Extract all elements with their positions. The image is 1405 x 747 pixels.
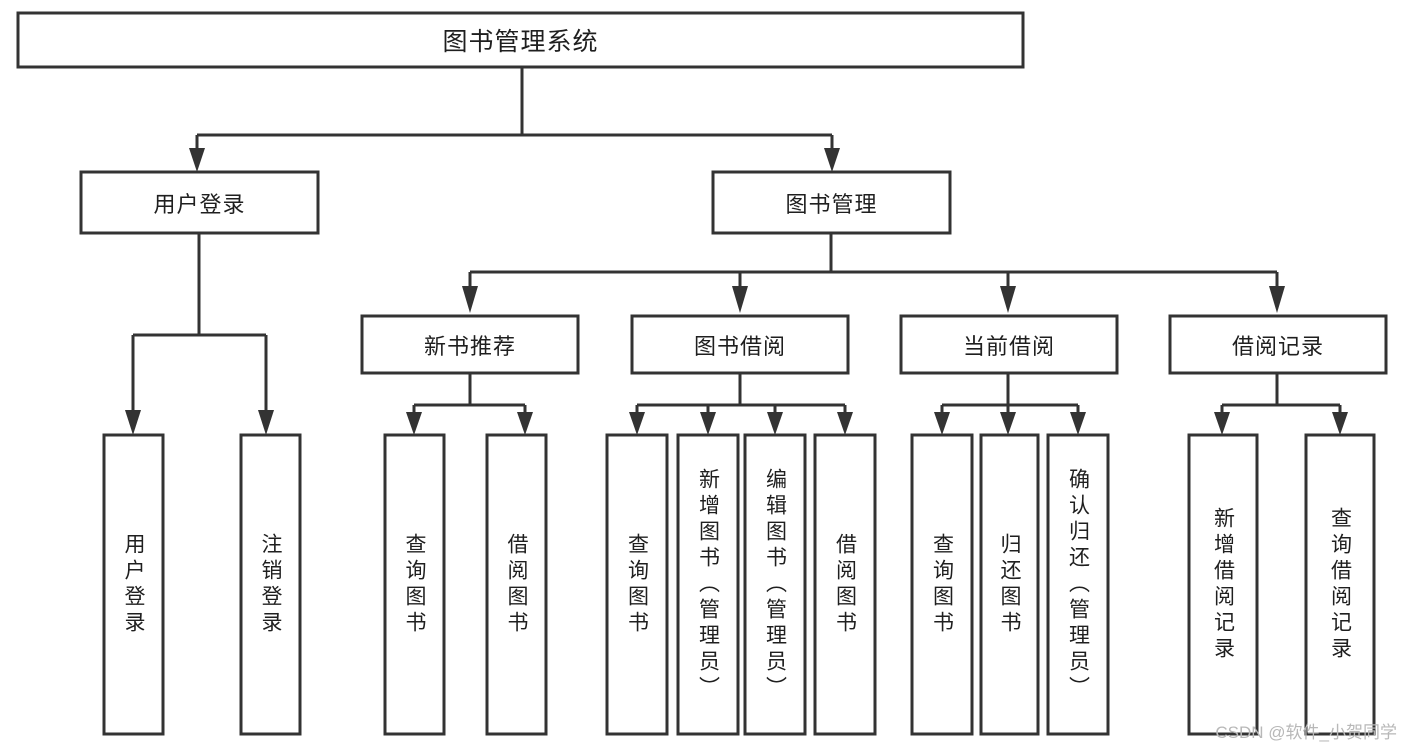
arrowhead-leaf-user-login: [125, 410, 141, 435]
arrowhead-leaf-logout: [258, 410, 274, 435]
leaf-box-add-book[interactable]: [676, 433, 740, 736]
arrowhead-leaf-confirm-return: [1070, 412, 1086, 435]
connector-book-borrow-bus: [635, 373, 847, 414]
connector-new-book-bus: [412, 373, 527, 414]
connector-root-bus: [195, 67, 834, 150]
arrowhead-leaf-add-record: [1214, 412, 1230, 435]
node-new-book-box[interactable]: [360, 314, 580, 375]
leaf-box-borrow-book-1[interactable]: [485, 433, 548, 736]
leaf-box-add-record[interactable]: [1187, 433, 1259, 736]
leaf-box-borrow-book-2[interactable]: [813, 433, 877, 736]
arrowhead-leaf-query-book-2: [629, 412, 645, 435]
connector-book-manage-bus: [468, 233, 1279, 288]
arrowhead-leaf-borrow-book-1: [517, 412, 533, 435]
connector-current-borrow-bus: [940, 373, 1080, 414]
leaf-box-query-record[interactable]: [1304, 433, 1376, 736]
leaf-box-query-book-2[interactable]: [605, 433, 669, 736]
connector-borrow-record-bus: [1220, 373, 1342, 414]
leaf-box-query-book-3[interactable]: [910, 433, 974, 736]
node-book-borrow-box[interactable]: [630, 314, 850, 375]
leaf-box-confirm-return[interactable]: [1046, 433, 1110, 736]
arrowhead-to-new-book: [462, 286, 478, 313]
arrowhead-to-current-borrow: [1000, 286, 1016, 313]
leaf-box-user-login[interactable]: [102, 433, 165, 736]
node-book-manage-box[interactable]: [711, 170, 952, 235]
node-user-login-box[interactable]: [79, 170, 320, 235]
leaf-box-logout[interactable]: [239, 433, 302, 736]
arrowhead-leaf-add-book: [700, 412, 716, 435]
arrowhead-to-user-login: [189, 148, 205, 172]
node-current-borrow-box[interactable]: [899, 314, 1119, 375]
node-borrow-record-box[interactable]: [1168, 314, 1388, 375]
node-root-box[interactable]: [16, 11, 1025, 69]
leaf-box-edit-book[interactable]: [743, 433, 807, 736]
connector-user-login-bus: [131, 233, 268, 412]
arrowhead-to-borrow-record: [1269, 286, 1285, 313]
leaf-box-query-book-1[interactable]: [383, 433, 446, 736]
arrowhead-leaf-query-record: [1332, 412, 1348, 435]
arrowhead-leaf-query-book-3: [934, 412, 950, 435]
arrowhead-to-book-borrow: [732, 286, 748, 313]
arrowhead-to-book-manage: [824, 148, 840, 172]
leaf-box-return-book[interactable]: [979, 433, 1040, 736]
arrowhead-leaf-query-book-1: [406, 412, 422, 435]
arrowhead-leaf-return-book: [1000, 412, 1016, 435]
arrowhead-leaf-borrow-book-2: [837, 412, 853, 435]
arrowhead-leaf-edit-book: [767, 412, 783, 435]
